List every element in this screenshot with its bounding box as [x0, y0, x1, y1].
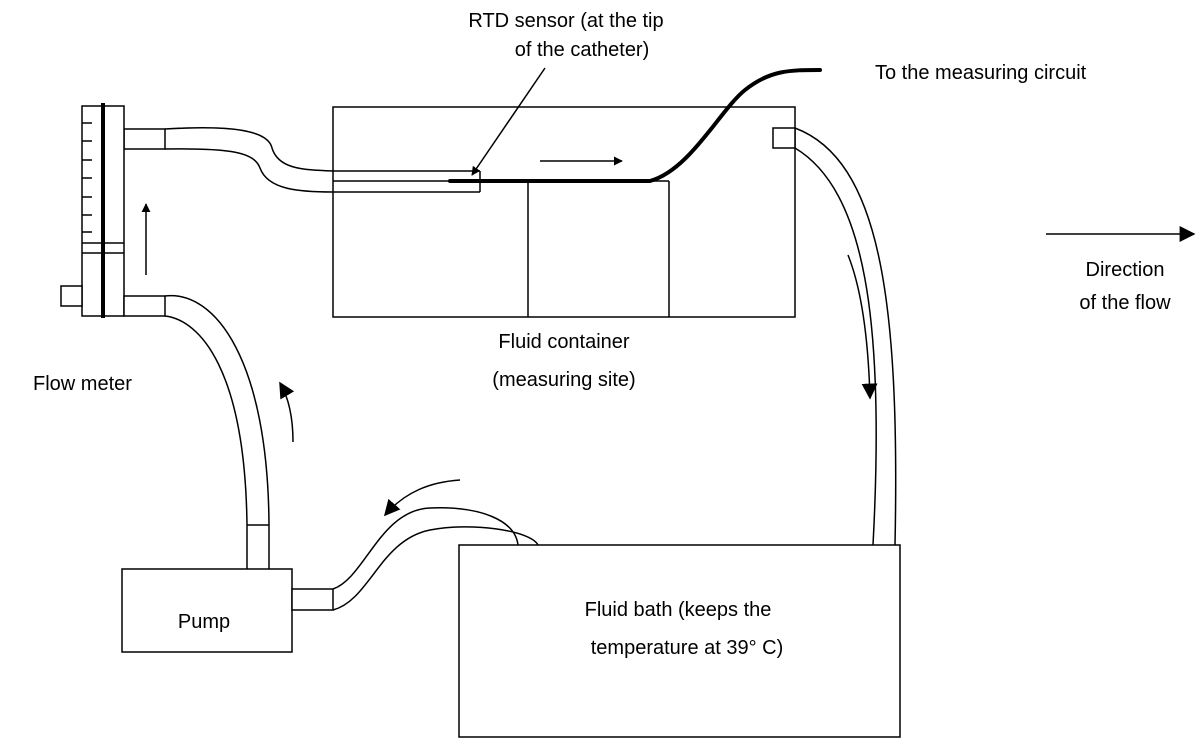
- bath-return-flow-arrow: [383, 479, 461, 517]
- flow-meter-label: Flow meter: [33, 373, 132, 395]
- measuring-circuit-label: To the measuring circuit: [875, 62, 1087, 84]
- catheter-wire: [448, 68, 822, 183]
- fluid-bath-label-line2: temperature at 39° C): [591, 637, 784, 659]
- fluid-container: [332, 106, 796, 318]
- rtd-leader-line: [471, 67, 546, 176]
- container-outlet: [772, 127, 796, 149]
- direction-label-line2: of the flow: [1079, 292, 1171, 314]
- tube-container-to-bath: [794, 127, 897, 546]
- right-tube-flow-arrow: [847, 254, 878, 400]
- tube-bath-to-pump: [291, 507, 539, 611]
- fluid-container-label-line2: (measuring site): [492, 369, 635, 391]
- pump-up-flow-arrow: [279, 381, 295, 443]
- rtd-sensor-label-line1: RTD sensor (at the tip: [468, 10, 663, 32]
- fluid-container-label-line1: Fluid container: [498, 331, 630, 353]
- fluid-bath: [458, 544, 901, 738]
- fluid-bath-label-line1: Fluid bath (keeps the: [585, 599, 772, 621]
- pump-label: Pump: [178, 611, 230, 633]
- tube-pump-to-meter: [123, 294, 270, 570]
- tube-meter-to-container: [123, 127, 334, 193]
- rtd-sensor-label-line2: of the catheter): [515, 39, 650, 61]
- flow-meter: [60, 103, 125, 318]
- direction-label-line1: Direction: [1086, 259, 1165, 281]
